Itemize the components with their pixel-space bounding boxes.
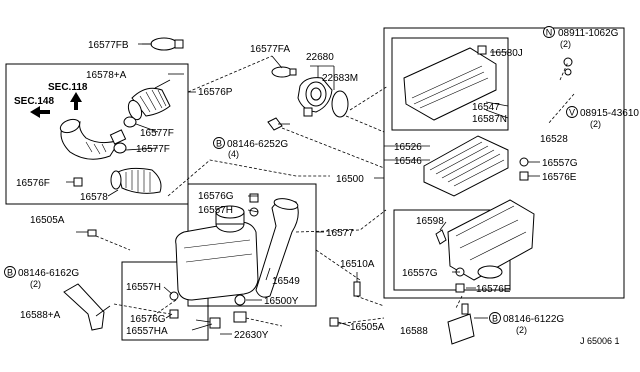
label-08146-6252G: 08146-6252G bbox=[227, 139, 288, 150]
label-16557H-2: 16557H bbox=[126, 282, 161, 293]
label-16576G-2: 16576G bbox=[130, 314, 166, 325]
label-16576G-1: 16576G bbox=[198, 191, 234, 202]
badge-N-1062G: N bbox=[543, 26, 555, 38]
label-22683M: 22683M bbox=[322, 73, 358, 84]
badge-B-6252G: B bbox=[213, 137, 225, 149]
label-16557HA: 16557HA bbox=[126, 326, 168, 337]
label-16587N: 16587N bbox=[472, 114, 507, 125]
svg-text:B: B bbox=[216, 139, 222, 149]
mass-airflow-group bbox=[267, 55, 349, 131]
bolt-08146-6252G bbox=[267, 117, 290, 131]
label-16549: 16549 bbox=[272, 276, 300, 287]
stud-16510A bbox=[353, 272, 361, 297]
label-16580J: 16580J bbox=[490, 48, 523, 59]
label-22630Y: 22630Y bbox=[234, 330, 269, 341]
upper-cover-16526 bbox=[403, 45, 497, 121]
bolt-16505A-right bbox=[329, 317, 351, 327]
label-08146-6122G: 08146-6122G bbox=[503, 314, 564, 325]
label-16588A: 16588+A bbox=[20, 310, 61, 321]
label-08146-6162G-qty: (2) bbox=[30, 279, 41, 289]
badge-V-43610: V bbox=[566, 106, 578, 118]
label-08146-6122G-qty: (2) bbox=[516, 325, 527, 335]
label-sec118: SEC.118 bbox=[48, 82, 88, 93]
label-08146-6162G: 08146-6162G bbox=[18, 268, 79, 279]
label-16588: 16588 bbox=[400, 326, 428, 337]
cover-frame bbox=[391, 37, 509, 131]
clamp-16577FA bbox=[271, 66, 297, 78]
duct-16578A bbox=[127, 87, 171, 121]
label-sec148: SEC.148 bbox=[14, 96, 54, 107]
diagram-ref-code: J 65006 1 bbox=[580, 336, 620, 346]
label-22680: 22680 bbox=[306, 52, 334, 63]
resonator-group bbox=[121, 183, 324, 341]
label-16557H-1: 16557H bbox=[198, 205, 233, 216]
bolt-16505A-left bbox=[76, 229, 97, 237]
label-16577F-1: 16577F bbox=[140, 128, 174, 139]
label-16500Y: 16500Y bbox=[264, 296, 299, 307]
gasket-22683M bbox=[331, 90, 349, 118]
bracket-16588A bbox=[63, 283, 111, 331]
label-16547: 16547 bbox=[472, 102, 500, 113]
sensor-22680 bbox=[297, 77, 333, 117]
label-16505A-1: 16505A bbox=[30, 215, 65, 226]
label-08915-43610-qty: (2) bbox=[590, 119, 601, 129]
grommets-16557H bbox=[169, 193, 259, 329]
label-16510A: 16510A bbox=[340, 259, 375, 270]
label-08915-43610: 08915-43610 bbox=[580, 108, 639, 119]
air-cleaner-group bbox=[383, 27, 625, 299]
clip-16598 bbox=[435, 229, 447, 245]
label-16500: 16500 bbox=[336, 174, 364, 185]
svg-text:B: B bbox=[7, 268, 13, 278]
label-16505A-2: 16505A bbox=[350, 322, 385, 333]
svg-text:N: N bbox=[546, 28, 553, 38]
sec-arrows bbox=[30, 92, 82, 118]
svg-text:B: B bbox=[492, 314, 498, 324]
label-08146-6252G-qty: (4) bbox=[228, 149, 239, 159]
label-08911-1062G-qty: (2) bbox=[560, 39, 571, 49]
label-16577FB: 16577FB bbox=[88, 40, 129, 51]
label-16557G-1: 16557G bbox=[542, 158, 578, 169]
label-leaders bbox=[142, 43, 540, 335]
bracket-16588 bbox=[447, 303, 475, 345]
label-16577: 16577 bbox=[326, 228, 354, 239]
nut-08911 bbox=[563, 57, 573, 76]
resonator-16577 bbox=[175, 205, 259, 301]
elbow-duct bbox=[59, 118, 127, 160]
filter-element-16546 bbox=[423, 135, 509, 197]
label-16578A: 16578+A bbox=[86, 70, 127, 81]
label-16576P: 16576P bbox=[198, 87, 233, 98]
clamps-16577F bbox=[113, 116, 159, 154]
label-16578: 16578 bbox=[80, 192, 108, 203]
clip-16576F bbox=[66, 177, 83, 187]
label-16577FA: 16577FA bbox=[250, 44, 290, 55]
label-16576E-1: 16576E bbox=[542, 172, 577, 183]
badge-B-6162G: B bbox=[4, 266, 16, 278]
label-08911-1062G: 08911-1062G bbox=[558, 28, 619, 39]
air-cleaner-outer-frame bbox=[383, 27, 625, 299]
bracket-frame bbox=[121, 261, 209, 341]
label-16526: 16526 bbox=[394, 142, 422, 153]
label-16528: 16528 bbox=[540, 134, 568, 145]
svg-text:V: V bbox=[569, 108, 575, 118]
label-16577F-2: 16577F bbox=[136, 144, 170, 155]
clamp-16577FB bbox=[150, 37, 184, 51]
label-16598: 16598 bbox=[416, 216, 444, 227]
resonator-duct bbox=[255, 198, 299, 298]
intake-duct-group bbox=[5, 37, 196, 205]
dashed-leaders bbox=[95, 55, 575, 327]
label-16576F: 16576F bbox=[16, 178, 50, 189]
label-16576E-2: 16576E bbox=[476, 284, 511, 295]
label-16546: 16546 bbox=[394, 156, 422, 167]
lower-case-16528 bbox=[447, 199, 535, 281]
badge-B-6122G: B bbox=[489, 312, 501, 324]
bellows-hose-16578 bbox=[110, 167, 162, 194]
intake-duct-frame bbox=[5, 63, 189, 205]
label-16557G-2: 16557G bbox=[402, 268, 438, 279]
